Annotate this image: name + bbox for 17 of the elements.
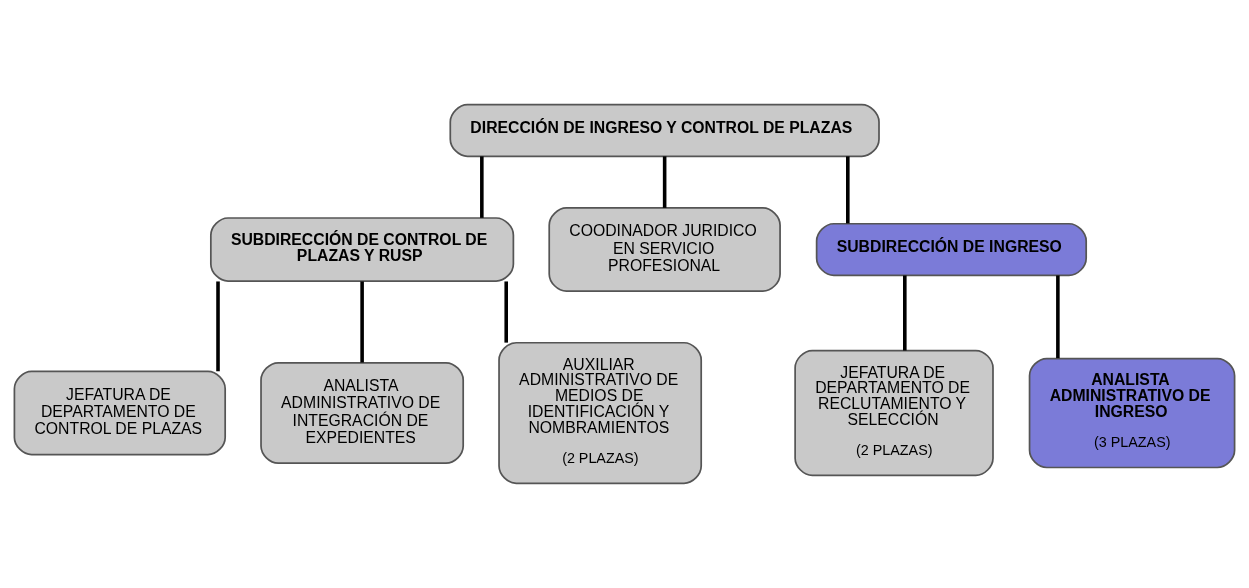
connector: [846, 156, 850, 224]
node-box: DIRECCIÓN DE INGRESO Y CONTROL DE PLAZAS: [449, 103, 880, 158]
connector: [480, 156, 484, 218]
connector: [216, 281, 220, 372]
connector: [662, 156, 667, 208]
connector: [360, 281, 364, 363]
node-box: COODINADOR JURIDICO EN SERVICIO PROFESIONAL: [548, 207, 781, 292]
connector: [504, 281, 508, 343]
node-box: SUBDIRECCIÓN DE INGRESO: [815, 222, 1088, 277]
connector: [903, 275, 907, 351]
node-box: ANALISTA ADMINISTRATIVO DE INTEGRACIÓN DE EXPEDIENTES: [260, 361, 465, 465]
connector: [1056, 275, 1060, 359]
node-box: JEFATURA DE DEPARTAMENTO DE CONTROL DE PLAZAS: [13, 370, 227, 456]
node-box: ANALISTA ADMINISTRATIVO DE INGRESO (3 PLAZAS): [1028, 357, 1236, 469]
node-box: AUXILIAR ADMINISTRATIVO DE MEDIOS DE IDENTIFICACIÓN Y NOMBRAMIENTOS (2 PLAZAS): [498, 341, 703, 485]
node-box: JEFATURA DE DEPARTAMENTO DE RECLUTAMIENTO Y SELECCIÓN (2 PLAZAS): [794, 349, 994, 477]
node-box: SUBDIRECCIÓN DE CONTROL DE PLAZAS Y RUSP: [210, 217, 515, 282]
